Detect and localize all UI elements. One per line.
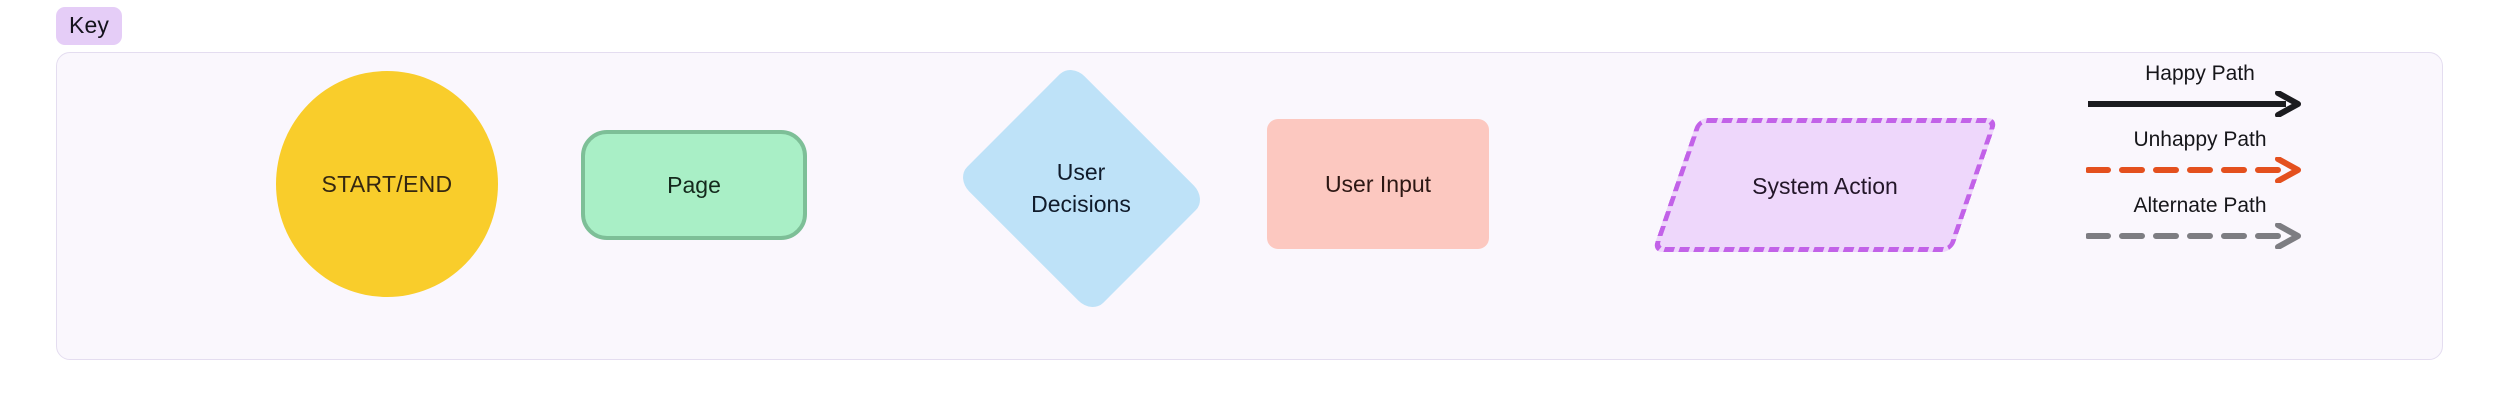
- alternate-path-arrow-icon: [2086, 223, 2301, 249]
- legend-panel: START/END Page User Decisions User Input…: [56, 52, 2443, 360]
- legend-shape-system-action-label: System Action: [1752, 172, 1898, 199]
- unhappy-path-arrow-icon: [2086, 157, 2301, 183]
- legend-shape-user-input-label: User Input: [1324, 170, 1432, 197]
- happy-path-arrow-icon: [2088, 91, 2301, 117]
- path-legend: Happy Path Unhappy Path Alternate Path: [2086, 61, 2346, 259]
- legend-shape-page-label: Page: [667, 171, 721, 198]
- legend-shape-page: Page: [581, 130, 807, 240]
- legend-shape-start-end-label: START/END: [321, 170, 453, 197]
- path-legend-label-unhappy: Unhappy Path: [2133, 128, 2267, 151]
- path-legend-row-alternate: Alternate Path: [2086, 193, 2346, 259]
- key-badge: Key: [56, 7, 122, 45]
- legend-shape-user-decisions-label-line2: Decisions: [1031, 191, 1131, 217]
- path-legend-row-unhappy: Unhappy Path: [2086, 127, 2346, 193]
- path-legend-label-happy: Happy Path: [2145, 62, 2255, 85]
- legend-shape-system-action: System Action: [1651, 113, 1999, 259]
- legend-shape-user-input: User Input: [1267, 119, 1489, 249]
- legend-shape-user-decisions-label-line1: User: [1056, 159, 1106, 185]
- legend-shape-start-end: START/END: [276, 71, 498, 297]
- path-legend-row-happy: Happy Path: [2086, 61, 2346, 127]
- legend-shape-user-decisions: User Decisions: [946, 62, 1216, 314]
- path-legend-label-alternate: Alternate Path: [2133, 194, 2267, 217]
- legend-shape-user-decisions-label: User Decisions: [946, 73, 1216, 303]
